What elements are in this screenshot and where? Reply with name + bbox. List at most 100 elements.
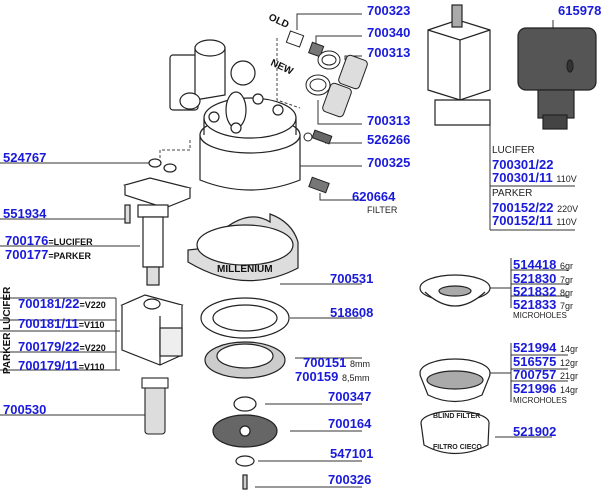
basket-code[interactable]: 700757 bbox=[513, 367, 557, 382]
part-524767[interactable]: 524767 bbox=[3, 150, 47, 165]
part-700531[interactable]: 700531 bbox=[330, 271, 374, 286]
part-700159[interactable]: 700159 8,5mm bbox=[295, 370, 370, 385]
basket-note: 14gr bbox=[560, 385, 579, 395]
valve-code[interactable]: 700301/22 bbox=[492, 157, 554, 172]
label-parker-vertical: PARKER bbox=[2, 332, 13, 374]
part-518608[interactable]: 518608 bbox=[330, 305, 374, 320]
part-700340[interactable]: 700340 bbox=[367, 25, 411, 40]
valve-note: 220V bbox=[557, 204, 579, 214]
part-700177[interactable]: 700177=PARKER bbox=[5, 248, 91, 263]
basket-514418[interactable]: 514418 6gr bbox=[513, 258, 573, 273]
valve-note: 110V bbox=[556, 217, 577, 227]
coil-note: =V220 bbox=[79, 343, 106, 353]
part-700347[interactable]: 700347 bbox=[328, 389, 372, 404]
part-521902[interactable]: 521902 bbox=[513, 424, 557, 439]
basket-note: 6gr bbox=[560, 261, 574, 271]
coil-note: =V110 bbox=[78, 320, 105, 330]
basket-521830[interactable]: 521830 7gr bbox=[513, 272, 573, 287]
basket-code[interactable]: 521996 bbox=[513, 381, 557, 396]
valve-item-700152-22[interactable]: 700152/22 220V bbox=[492, 201, 578, 216]
basket-521833[interactable]: 521833 7gr bbox=[513, 298, 573, 313]
basket-note: 12gr bbox=[560, 358, 579, 368]
part-code[interactable]: 700176 bbox=[5, 233, 49, 248]
coil-code[interactable]: 700179/22 bbox=[18, 339, 80, 354]
coil-700179-22[interactable]: 700179/22=V220 bbox=[18, 340, 106, 355]
leader-700323 bbox=[296, 13, 362, 30]
basket-note: 7gr bbox=[560, 275, 574, 285]
basket-521996[interactable]: 521996 14gr bbox=[513, 382, 578, 397]
part-code[interactable]: 700159 bbox=[295, 369, 339, 384]
coil-700181-22[interactable]: 700181/22=V220 bbox=[18, 297, 106, 312]
part-code[interactable]: 700177 bbox=[5, 247, 49, 262]
label-lucifer-vertical: LUCIFER bbox=[2, 286, 13, 330]
leader-700325 bbox=[299, 140, 362, 167]
part-526266[interactable]: 526266 bbox=[367, 132, 411, 147]
coil-code[interactable]: 700179/11 bbox=[18, 358, 79, 373]
label-filtro-cieco: FILTRO CIECO bbox=[433, 444, 482, 451]
part-700164[interactable]: 700164 bbox=[328, 416, 372, 431]
valve-code[interactable]: 700152/11 bbox=[492, 213, 553, 228]
valve-note: 110V bbox=[556, 174, 577, 184]
millenium-ring bbox=[187, 213, 299, 282]
part-547101[interactable]: 547101 bbox=[330, 446, 374, 461]
part-note: =LUCIFER bbox=[48, 237, 93, 247]
valve-code[interactable]: 700152/22 bbox=[492, 200, 554, 215]
valve-parker-title: PARKER bbox=[492, 188, 533, 199]
basket-code[interactable]: 516575 bbox=[513, 354, 557, 369]
basket-700757[interactable]: 700757 21gr bbox=[513, 368, 578, 383]
label-blind-filter: BLIND FILTER bbox=[433, 413, 481, 420]
basket-code[interactable]: 521832 bbox=[513, 284, 557, 299]
basket-single-footnote: MICROHOLES bbox=[513, 311, 567, 320]
part-700313-a[interactable]: 700313 bbox=[367, 45, 411, 60]
part-700326[interactable]: 700326 bbox=[328, 472, 372, 487]
basket-code[interactable]: 521994 bbox=[513, 340, 557, 355]
basket-521832[interactable]: 521832 8gr bbox=[513, 285, 573, 300]
valve-item-700152-11[interactable]: 700152/11 110V bbox=[492, 214, 577, 229]
leader-620664 bbox=[319, 193, 362, 201]
coil-700181-11[interactable]: 700181/11=V110 bbox=[18, 317, 105, 332]
basket-note: 8gr bbox=[560, 288, 574, 298]
basket-516575[interactable]: 516575 12gr bbox=[513, 355, 578, 370]
leader-700313a bbox=[344, 55, 362, 60]
valve-item-700301-11[interactable]: 700301/11 110V bbox=[492, 171, 577, 186]
basket-code[interactable]: 521833 bbox=[513, 297, 557, 312]
coil-connector-615978 bbox=[517, 27, 597, 130]
basket-code[interactable]: 514418 bbox=[513, 257, 557, 272]
coil-code[interactable]: 700181/22 bbox=[18, 296, 80, 311]
coil-note: =V110 bbox=[78, 362, 105, 372]
part-code[interactable]: 700151 bbox=[303, 355, 347, 370]
filter-baskets bbox=[419, 274, 491, 454]
coil-700179-11[interactable]: 700179/11=V110 bbox=[18, 359, 105, 374]
part-615978[interactable]: 615978 bbox=[558, 3, 602, 18]
part-700313-b[interactable]: 700313 bbox=[367, 113, 411, 128]
leader-700340 bbox=[315, 35, 362, 44]
valve-item-700301-22[interactable]: 700301/22 bbox=[492, 158, 553, 172]
part-620664[interactable]: 620664 bbox=[352, 189, 396, 204]
coil-note: =V220 bbox=[79, 300, 106, 310]
part-700176[interactable]: 700176=LUCIFER bbox=[5, 234, 93, 249]
part-551934[interactable]: 551934 bbox=[3, 206, 47, 221]
part-note: 8mm bbox=[350, 359, 371, 369]
part-620664-note: FILTER bbox=[367, 205, 398, 215]
leader-coils bbox=[115, 298, 120, 371]
valve-code[interactable]: 700301/11 bbox=[492, 170, 553, 185]
part-note: =PARKER bbox=[48, 251, 91, 261]
label-millenium: MILLENIUM bbox=[217, 264, 273, 275]
basket-note: 14gr bbox=[560, 344, 579, 354]
basket-note: 21gr bbox=[560, 371, 579, 381]
basket-code[interactable]: 521830 bbox=[513, 271, 557, 286]
part-700530[interactable]: 700530 bbox=[3, 402, 47, 417]
leader-700313b bbox=[317, 100, 362, 125]
valve-lucifer-title: LUCIFER bbox=[492, 145, 535, 156]
coil-code[interactable]: 700181/11 bbox=[18, 316, 79, 331]
group-head-body bbox=[169, 39, 301, 191]
solenoid-valve bbox=[427, 4, 491, 126]
part-700323[interactable]: 700323 bbox=[367, 3, 411, 18]
basket-521994[interactable]: 521994 14gr bbox=[513, 341, 578, 356]
part-note: 8,5mm bbox=[342, 373, 370, 383]
basket-double-footnote: MICROHOLES bbox=[513, 396, 567, 405]
part-700151[interactable]: 700151 8mm bbox=[303, 356, 370, 371]
coil bbox=[120, 294, 184, 366]
part-700325[interactable]: 700325 bbox=[367, 155, 411, 170]
